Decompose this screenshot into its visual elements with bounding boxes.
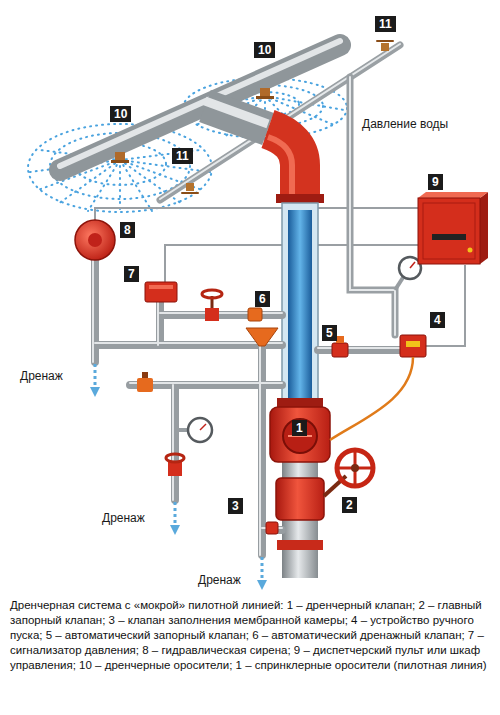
manual-release xyxy=(400,335,426,357)
deluge-pipe xyxy=(115,152,125,161)
pressure-gauge xyxy=(200,424,206,430)
main-pipe xyxy=(205,101,268,124)
callout-number: 10 xyxy=(110,106,131,122)
figure-caption: Дренчерная система с «мокрой» пилотной л… xyxy=(10,598,490,673)
trim-piping xyxy=(93,258,400,555)
trim-valve xyxy=(166,454,184,462)
pressure-gauge xyxy=(188,418,212,442)
callout-number: 10 xyxy=(254,42,275,58)
pilot-line xyxy=(186,183,194,191)
deluge-valve xyxy=(283,419,317,453)
main-valve xyxy=(276,478,324,520)
trim-piping xyxy=(95,258,400,555)
callout-number: 1 xyxy=(292,420,307,436)
pilot-line xyxy=(381,43,389,51)
release-cable xyxy=(330,357,413,440)
deluge-pipe xyxy=(256,96,274,99)
pilot-line xyxy=(182,192,198,194)
callout-number: 7 xyxy=(124,266,139,282)
deluge-valve xyxy=(270,407,330,462)
pressure-switch xyxy=(149,285,173,289)
auto-drain-valve xyxy=(248,308,262,321)
text-label: Дренаж xyxy=(100,510,147,526)
drain-funnel xyxy=(246,328,278,346)
signal-wire xyxy=(95,208,465,346)
callout-number: 6 xyxy=(255,291,270,307)
manual-release xyxy=(400,335,426,357)
text-label: Давление воды xyxy=(360,116,450,132)
main-pipe xyxy=(268,129,300,200)
drain-arrow xyxy=(174,502,177,530)
fill-valve xyxy=(266,522,278,534)
pressure-switch xyxy=(145,282,177,302)
trim-valve xyxy=(202,290,222,298)
callout-number: 9 xyxy=(428,174,443,190)
main-valve xyxy=(337,450,373,486)
trim-valve xyxy=(142,372,148,378)
hydraulic-siren xyxy=(75,220,115,260)
callout-number: 5 xyxy=(322,325,337,341)
main-valve xyxy=(351,464,359,472)
control-cabinet xyxy=(418,192,488,198)
callout-number: 2 xyxy=(342,497,357,513)
hydraulic-siren xyxy=(88,233,102,247)
deluge-valve xyxy=(270,407,330,462)
drain-arrow xyxy=(95,364,262,585)
control-cabinet xyxy=(418,192,488,264)
release-cable xyxy=(330,357,413,440)
main-pipe xyxy=(205,101,324,203)
pilot-line xyxy=(160,41,400,335)
riser xyxy=(277,203,323,578)
spray xyxy=(186,96,344,139)
riser xyxy=(282,462,318,478)
signal-wire xyxy=(95,208,418,220)
text-label: Дренаж xyxy=(18,368,65,384)
pilot-line xyxy=(377,40,393,42)
deluge-pipe xyxy=(260,88,270,97)
control-cabinet xyxy=(423,203,475,259)
trim-piping xyxy=(93,258,400,555)
drain-funnel xyxy=(246,328,278,346)
fill-valve xyxy=(266,522,278,534)
drain-arrow xyxy=(261,557,264,585)
trim-valve xyxy=(168,462,182,476)
deluge-pipe xyxy=(111,160,129,163)
riser xyxy=(277,540,323,550)
main-valve xyxy=(276,450,373,520)
riser xyxy=(288,210,312,398)
pressure-gauge xyxy=(395,276,404,290)
callout-number: 3 xyxy=(228,498,243,514)
trim-valve xyxy=(205,308,219,321)
hydraulic-siren xyxy=(75,220,115,260)
trim-valve xyxy=(137,290,222,476)
riser xyxy=(282,203,318,400)
callout-number: 11 xyxy=(172,148,193,164)
pressure-switch xyxy=(145,282,177,302)
callout-number: 4 xyxy=(430,312,445,328)
shutoff-valve xyxy=(332,343,348,357)
main-pipe xyxy=(276,194,324,203)
main-pipe xyxy=(268,137,292,200)
drain-arrow xyxy=(94,364,97,392)
riser xyxy=(277,398,323,407)
control-cabinet xyxy=(480,192,488,264)
pressure-gauge xyxy=(175,428,188,432)
shutoff-valve xyxy=(336,336,344,343)
control-cabinet xyxy=(418,198,480,264)
trim-valve xyxy=(137,378,153,392)
manual-release xyxy=(406,341,420,347)
control-cabinet xyxy=(432,234,466,240)
text-label: Дренаж xyxy=(196,572,243,588)
pressure-gauge xyxy=(410,262,415,268)
auto-drain-valve xyxy=(248,308,262,321)
spray xyxy=(28,78,347,212)
callout-number: 11 xyxy=(375,16,396,32)
control-cabinet xyxy=(468,248,473,253)
signal-wire xyxy=(426,265,465,346)
callout-number: 8 xyxy=(120,222,135,238)
main-valve xyxy=(337,450,373,486)
